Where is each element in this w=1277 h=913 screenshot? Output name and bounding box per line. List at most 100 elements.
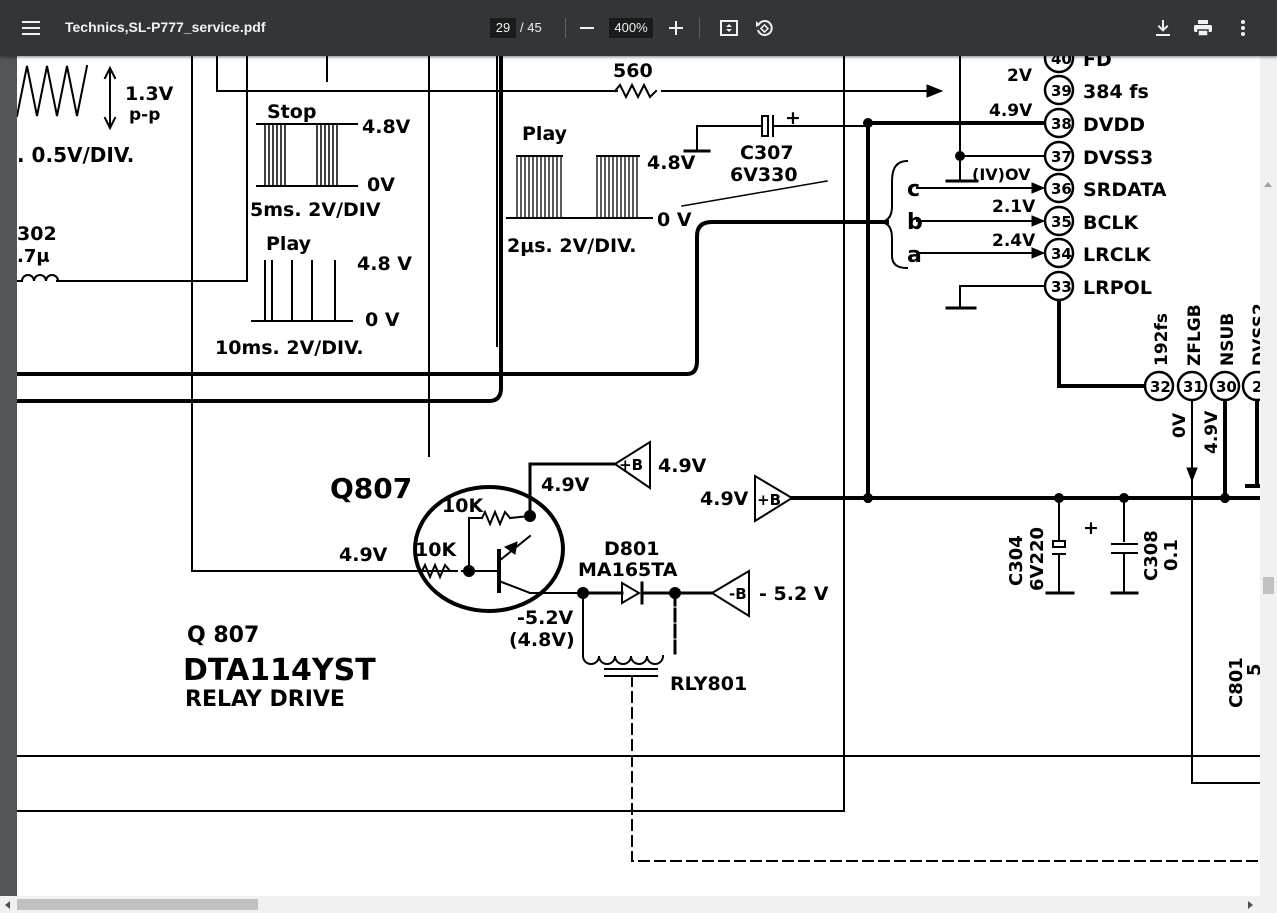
pin-name-36: SRDATA bbox=[1083, 179, 1167, 201]
vertical-scrollbar[interactable] bbox=[1260, 56, 1277, 896]
fit-to-page-icon[interactable] bbox=[713, 12, 745, 44]
bus-letter-a: a bbox=[907, 243, 922, 268]
waveform-amplitude: 1.3V bbox=[125, 83, 174, 105]
plus-b-mid-symbol: +B bbox=[757, 491, 781, 509]
play-large-high: 4.8V bbox=[647, 152, 696, 174]
c308-value: 0.1 bbox=[1161, 539, 1182, 571]
c308-ref: C308 bbox=[1141, 530, 1162, 581]
minus-b-voltage: - 5.2 V bbox=[759, 583, 829, 605]
page-number-input[interactable] bbox=[490, 18, 516, 38]
pin-num-34: 34 bbox=[1051, 245, 1072, 263]
rotate-counterclockwise-icon[interactable] bbox=[748, 12, 780, 44]
pin-num-39: 39 bbox=[1051, 82, 1072, 100]
q807-caption-desc: RELAY DRIVE bbox=[185, 687, 345, 712]
waveform-pp: p-p bbox=[129, 105, 160, 125]
pin-voltage-38: 4.9V bbox=[989, 101, 1033, 121]
pin-name-33: LRPOL bbox=[1083, 277, 1152, 299]
q807-base-voltage: 4.9V bbox=[339, 544, 388, 566]
bus-letter-c: c bbox=[907, 177, 920, 202]
c307-value: 6V330 bbox=[730, 164, 798, 186]
bus-letter-b: b bbox=[907, 210, 923, 235]
stop-low: 0V bbox=[367, 174, 395, 196]
play-large-low: 0 V bbox=[657, 209, 692, 231]
q807-r1: 10K bbox=[415, 539, 457, 561]
q807-ref: Q807 bbox=[330, 472, 412, 505]
scroll-right-icon[interactable] bbox=[1248, 901, 1253, 909]
pin-name-34: LRCLK bbox=[1083, 244, 1152, 266]
pin-name-37: DVSS3 bbox=[1083, 147, 1153, 169]
d801-ref: D801 bbox=[604, 538, 659, 560]
play-large-scale: 2μs. 2V/DIV. bbox=[507, 235, 637, 257]
c801-value: 5 bbox=[1244, 663, 1260, 676]
d801-part: MA165TA bbox=[578, 559, 678, 581]
pin-name-32: 192fs bbox=[1152, 313, 1172, 366]
inductor-ref: 302 bbox=[17, 223, 57, 245]
pdf-toolbar: Technics,SL-P777_service.pdf / 45 bbox=[0, 0, 1277, 56]
pin-num-32: 32 bbox=[1150, 378, 1171, 396]
pin-name-40: FD bbox=[1083, 56, 1112, 71]
pin-name-31: ZFLGB bbox=[1185, 304, 1205, 366]
stop-label: Stop bbox=[267, 101, 316, 123]
pin-num-30: 30 bbox=[1216, 378, 1237, 396]
plus-b-mid-voltage: 4.9V bbox=[700, 488, 749, 510]
pin-voltage-36: (IV)OV bbox=[972, 165, 1031, 184]
download-icon[interactable] bbox=[1147, 12, 1179, 44]
inductor-value: .7μ bbox=[17, 246, 50, 267]
print-icon[interactable] bbox=[1187, 12, 1219, 44]
minus-b-symbol: -B bbox=[729, 585, 747, 603]
pin-name-39: 384 fs bbox=[1083, 81, 1149, 103]
plus-b-top-voltage: 4.9V bbox=[658, 455, 707, 477]
resistor-560: 560 bbox=[613, 60, 653, 82]
scroll-up-icon[interactable] bbox=[1264, 182, 1272, 187]
q807-collector-voltage-alt: (4.8V) bbox=[509, 629, 575, 651]
q807-collector-voltage: -5.2V bbox=[517, 607, 574, 629]
pin-voltage-34: 2.4V bbox=[992, 231, 1036, 251]
pin-name-35: BCLK bbox=[1083, 212, 1140, 234]
more-vertical-icon[interactable] bbox=[1227, 12, 1259, 44]
play-small-label: Play bbox=[266, 233, 312, 255]
pin-name-30: NSUB bbox=[1218, 313, 1238, 366]
stop-scale: 5ms. 2V/DIV bbox=[250, 199, 381, 221]
minus-icon[interactable] bbox=[571, 12, 603, 44]
pin-num-35: 35 bbox=[1051, 213, 1072, 231]
plus-icon[interactable] bbox=[660, 12, 692, 44]
pin-name-29: DVSS2 bbox=[1250, 303, 1260, 366]
pin-num-29: 2 bbox=[1252, 378, 1260, 396]
viewer-background bbox=[0, 56, 17, 896]
c307-ref: C307 bbox=[740, 142, 794, 164]
vertical-scrollbar-thumb[interactable] bbox=[1263, 577, 1274, 594]
relay-ref: RLY801 bbox=[670, 673, 747, 695]
c801-ref: C801 bbox=[1226, 657, 1247, 708]
zoom-input[interactable] bbox=[609, 18, 653, 38]
waveform-scale: . 0.5V/DIV. bbox=[17, 143, 134, 167]
q807-r2: 10K bbox=[442, 495, 484, 517]
circuit-schematic: 1.3V p-p . 0.5V/DIV. 302 .7μ Stop 4.8V 0… bbox=[17, 56, 1260, 862]
pin-voltage-35: 2.1V bbox=[992, 197, 1036, 217]
document-title: Technics,SL-P777_service.pdf bbox=[65, 19, 266, 35]
play-small-scale: 10ms. 2V/DIV. bbox=[215, 337, 364, 359]
toolbar-divider bbox=[565, 18, 566, 38]
pdf-page-schematic: 1.3V p-p . 0.5V/DIV. 302 .7μ Stop 4.8V 0… bbox=[17, 56, 1260, 896]
pin-num-37: 37 bbox=[1051, 148, 1072, 166]
q807-caption-part: DTA114YST bbox=[183, 653, 376, 688]
toolbar-divider bbox=[699, 18, 700, 38]
scroll-left-icon[interactable] bbox=[5, 901, 10, 909]
pin-name-38: DVDD bbox=[1083, 114, 1145, 136]
c307-polarity: + bbox=[785, 107, 801, 129]
q807-emitter-voltage: 4.9V bbox=[541, 474, 590, 496]
pin-voltage-32: 0V bbox=[1170, 412, 1190, 438]
pin-num-31: 31 bbox=[1183, 378, 1204, 396]
page-total: / 45 bbox=[520, 20, 542, 35]
horizontal-scrollbar[interactable] bbox=[0, 896, 1277, 913]
play-large-label: Play bbox=[522, 123, 568, 145]
pin-voltage-31: 4.9V bbox=[1202, 410, 1222, 454]
c304-polarity: + bbox=[1083, 517, 1099, 539]
hamburger-menu-icon[interactable] bbox=[15, 12, 47, 44]
plus-b-top-symbol: +B bbox=[619, 456, 643, 474]
pin-num-33: 33 bbox=[1051, 278, 1072, 296]
pin-num-40: 40 bbox=[1051, 56, 1072, 68]
play-small-low: 0 V bbox=[365, 309, 400, 331]
play-small-high: 4.8 V bbox=[357, 253, 412, 275]
horizontal-scrollbar-thumb[interactable] bbox=[17, 899, 258, 910]
stop-high: 4.8V bbox=[362, 116, 411, 138]
